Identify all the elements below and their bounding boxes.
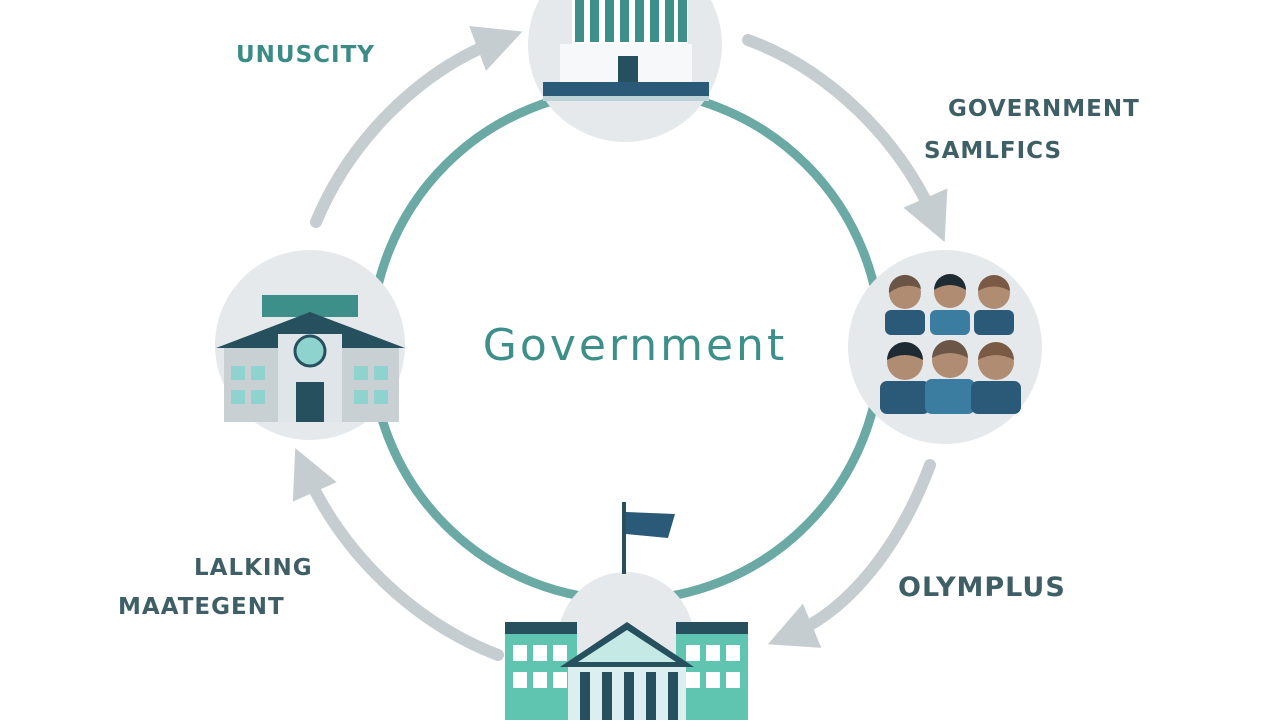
government-building-columns-icon (543, 0, 709, 101)
label-left-line2: MAATEGENT (118, 594, 285, 620)
node-bottom (505, 502, 748, 720)
node-right (848, 250, 1042, 444)
arrow-top-left (310, 25, 523, 228)
center-title: Government (482, 320, 788, 371)
people-group-icon (880, 274, 1021, 414)
label-right-line2: SAMLFICS (924, 138, 1063, 164)
label-top-left: UNUSCITY (236, 42, 375, 68)
school-building-icon (216, 295, 405, 422)
arrow-bottom-left (292, 448, 504, 661)
node-left (215, 250, 405, 440)
label-bottom-right: OLYMPLUS (898, 572, 1066, 603)
label-left-line1: LALKING (194, 555, 313, 581)
arrow-top-right (742, 34, 948, 242)
node-top (528, 0, 722, 142)
label-right-line1: GOVERNMENT (948, 96, 1140, 122)
capitol-building-flag-icon (505, 502, 748, 720)
arrow-bottom-right (767, 459, 936, 648)
